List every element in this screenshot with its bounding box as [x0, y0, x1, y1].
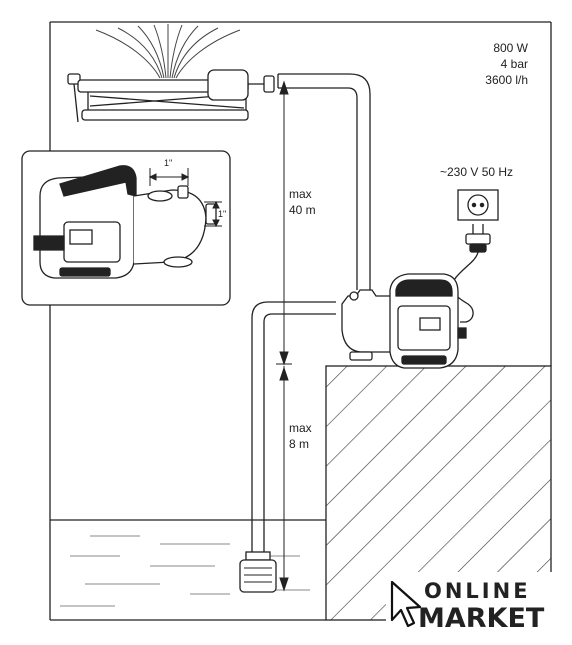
cursor-icon — [390, 580, 422, 628]
foot-valve — [239, 551, 277, 593]
power-supply-label: ~230 V 50 Hz — [440, 165, 513, 179]
height-dimension — [276, 80, 292, 366]
spec-flow: 3600 l/h — [485, 73, 528, 87]
logo-line1: ONLINE — [424, 579, 531, 603]
height-max-label: max — [289, 187, 312, 201]
pump-detail-icon — [33, 165, 217, 279]
pump-main-icon — [341, 273, 467, 369]
depth-max-label: max — [289, 421, 312, 435]
suction-hose — [251, 301, 336, 552]
online-market-logo: ONLINE MARKET — [386, 572, 558, 634]
logo-line2: MARKET — [418, 603, 545, 634]
discharge-hose — [277, 73, 371, 290]
spec-power: 800 W — [493, 41, 528, 55]
water-reservoir — [49, 519, 326, 621]
depth-dimension — [279, 366, 289, 592]
inlet-size-label: 1" — [164, 158, 172, 168]
outlet-size-label: 1" — [218, 209, 226, 219]
spec-pressure: 4 bar — [501, 57, 528, 71]
sprinkler-spray — [95, 24, 241, 79]
height-value-label: 40 m — [289, 203, 316, 217]
inset-dimension-marks — [148, 168, 222, 228]
wall-socket-icon — [457, 189, 499, 221]
sprinkler-device — [67, 69, 275, 123]
depth-value-label: 8 m — [289, 437, 309, 451]
pump-detail-inset: 1" 1" — [21, 150, 231, 306]
